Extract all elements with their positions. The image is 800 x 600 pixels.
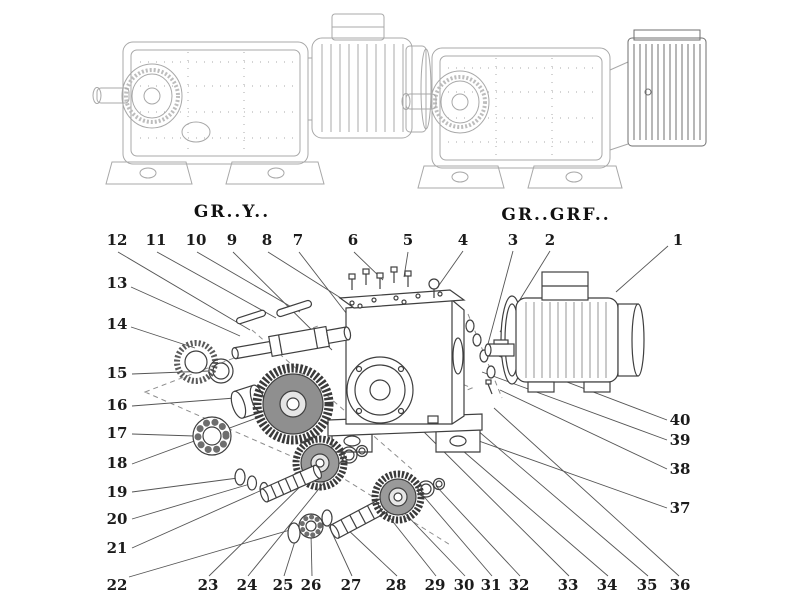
callout-11: 11 — [145, 231, 167, 249]
gear-housing — [327, 289, 483, 453]
callout-24: 24 — [236, 576, 258, 594]
callout-21: 21 — [106, 539, 128, 557]
callout-16: 16 — [106, 396, 128, 414]
callout-32: 32 — [508, 576, 530, 594]
motor-fasteners — [465, 319, 496, 395]
callout-4: 4 — [457, 231, 469, 249]
output-shaft-assembly — [287, 470, 446, 544]
housing-bolts — [348, 266, 440, 298]
leader-lines — [117, 245, 680, 578]
callout-18: 18 — [106, 454, 128, 472]
callout-29: 29 — [424, 576, 446, 594]
callout-36: 36 — [669, 576, 691, 594]
callout-31: 31 — [480, 576, 502, 594]
callout-1: 1 — [672, 231, 684, 249]
callout-14: 14 — [106, 315, 128, 333]
callout-3: 3 — [507, 231, 519, 249]
callout-13: 13 — [106, 274, 128, 292]
callout-12: 12 — [106, 231, 128, 249]
callout-15: 15 — [106, 364, 128, 382]
callout-39: 39 — [669, 431, 691, 449]
label-gr-grf: GR..GRF.. — [501, 205, 611, 225]
large-gear — [252, 363, 334, 445]
callout-6: 6 — [347, 231, 359, 249]
callout-37: 37 — [669, 499, 691, 517]
callout-40: 40 — [669, 411, 691, 429]
callout-27: 27 — [340, 576, 362, 594]
callout-20: 20 — [106, 510, 128, 528]
callout-10: 10 — [185, 231, 207, 249]
callout-7: 7 — [292, 231, 304, 249]
callout-5: 5 — [402, 231, 414, 249]
callout-28: 28 — [385, 576, 407, 594]
callout-9: 9 — [226, 231, 238, 249]
callout-35: 35 — [636, 576, 658, 594]
callout-34: 34 — [596, 576, 618, 594]
callout-26: 26 — [300, 576, 322, 594]
callout-23: 23 — [197, 576, 219, 594]
exploded-view — [174, 266, 645, 544]
label-gr-y: GR..Y.. — [193, 202, 271, 222]
electric-motor — [484, 271, 645, 393]
callout-38: 38 — [669, 460, 691, 478]
callout-19: 19 — [106, 483, 128, 501]
assembled-view-gr-grf — [401, 29, 707, 189]
callout-8: 8 — [261, 231, 273, 249]
callout-30: 30 — [453, 576, 475, 594]
callout-25: 25 — [272, 576, 294, 594]
callout-22: 22 — [106, 576, 128, 594]
assembled-view-gr-y — [92, 13, 432, 185]
callout-17: 17 — [106, 424, 128, 442]
callout-33: 33 — [557, 576, 579, 594]
callout-2: 2 — [544, 231, 556, 249]
input-shaft — [231, 299, 352, 360]
pinion-shaft — [234, 464, 322, 503]
